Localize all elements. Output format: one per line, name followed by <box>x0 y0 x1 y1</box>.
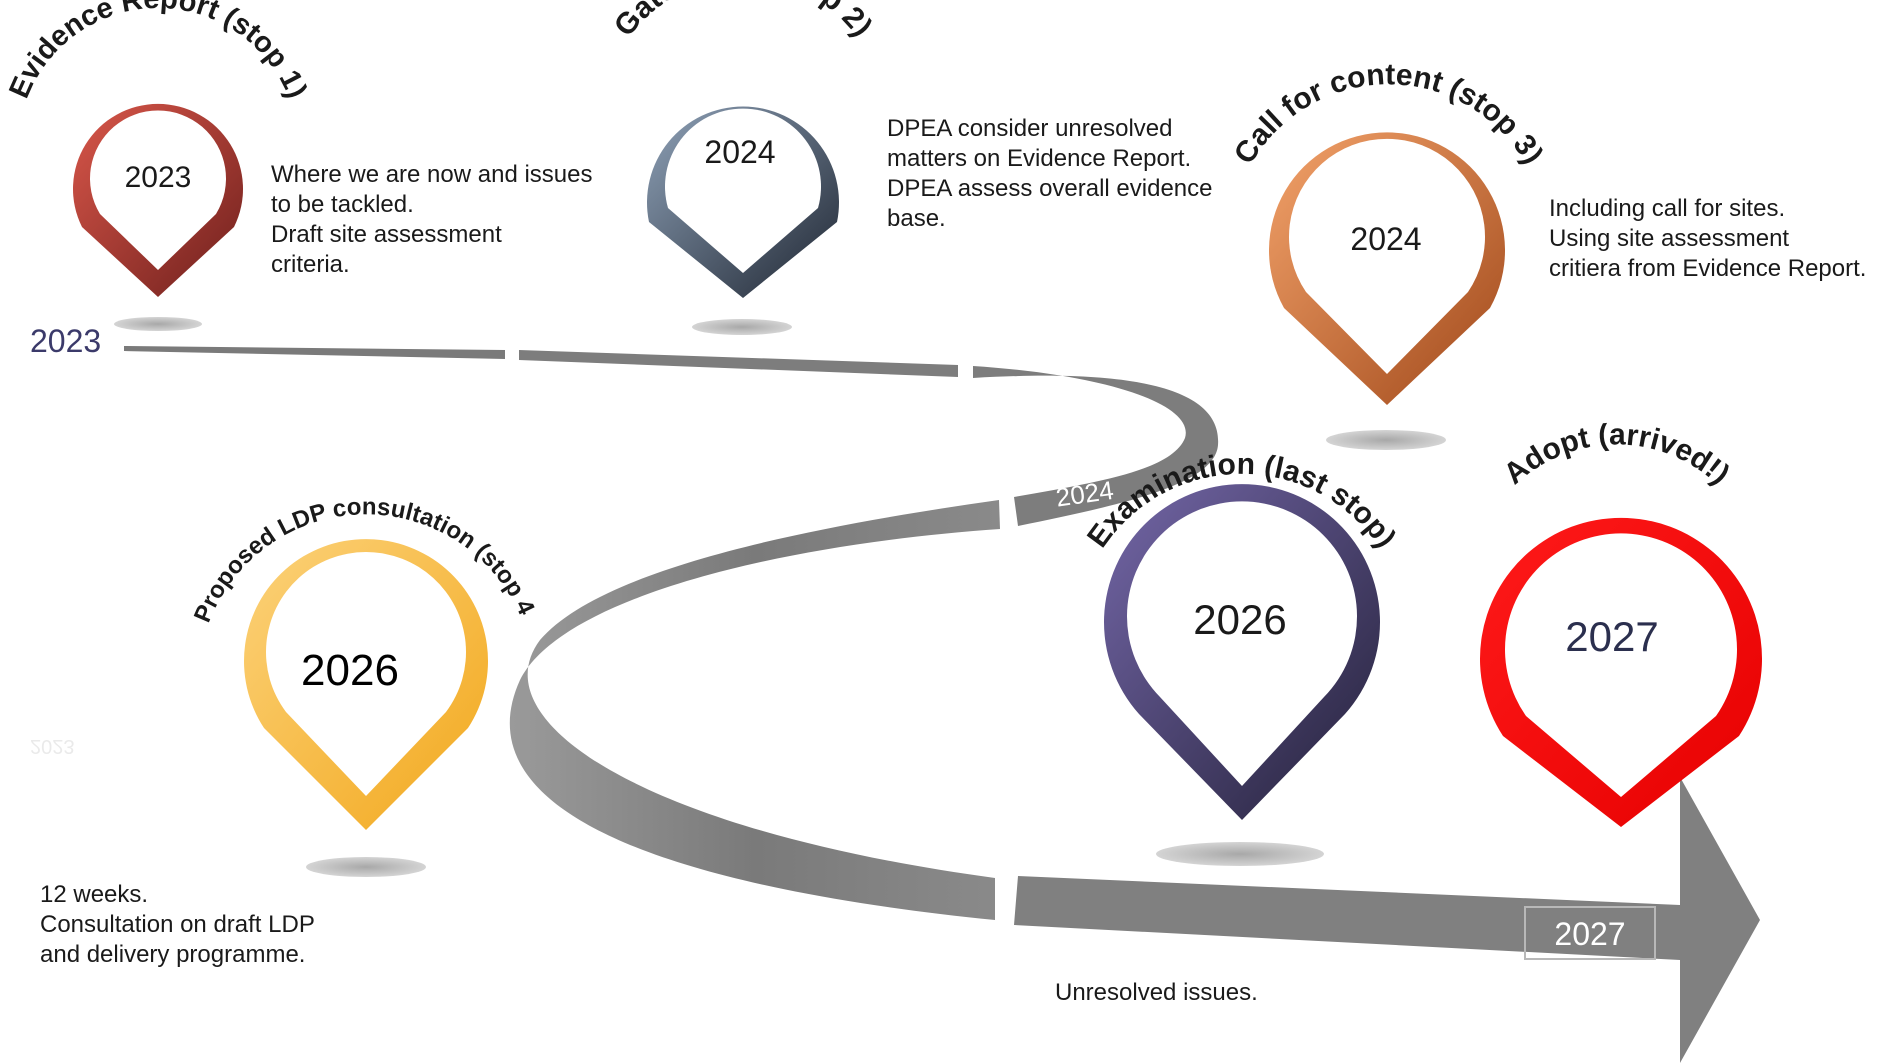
stop-year-proposed-ldp: 2026 <box>301 646 399 695</box>
pin-adopt: 2027 Adopt (arrived!) <box>1480 418 1762 827</box>
pin-shadow <box>692 319 792 335</box>
pin-call-for-content: 2024 Call for content (stop 3) <box>1228 58 1549 406</box>
stop-year-call-for-content: 2024 <box>1350 221 1421 257</box>
svg-text:Gatecheck (stop 2): Gatecheck (stop 2) <box>608 0 879 43</box>
pin-evidence-report: 2023 Evidence Report (stop 1) <box>3 0 313 297</box>
road-top-segment <box>124 346 505 359</box>
road-year-start: 2023 <box>30 323 101 359</box>
svg-text:Adopt (arrived!): Adopt (arrived!) <box>1498 418 1736 491</box>
stop-year-adopt: 2027 <box>1565 613 1658 660</box>
stop-year-evidence-report: 2023 <box>125 161 192 194</box>
road-end-year-frame <box>1524 906 1656 960</box>
svg-text:Evidence Report (stop 1): Evidence Report (stop 1) <box>3 0 312 103</box>
stop-year-gatecheck: 2024 <box>704 134 775 170</box>
stop-title-proposed-ldp: Proposed LDP consultation (stop 4) <box>0 0 540 626</box>
stop-description-evidence-report: Where we are now and issues to be tackle… <box>271 161 593 278</box>
stop-description-proposed-ldp: 12 weeks. Consultation on draft LDP and … <box>40 881 315 968</box>
road-middle-segment <box>509 500 1000 920</box>
pin-shadows <box>114 317 1446 877</box>
stop-title-gatecheck: Gatecheck (stop 2) <box>608 0 879 43</box>
stop-title-evidence-report: Evidence Report (stop 1) <box>3 0 312 103</box>
pin-shadow <box>1326 430 1446 450</box>
road <box>124 346 1760 1063</box>
road-year-end: 2027 <box>1554 916 1625 952</box>
pin-shadow <box>306 857 426 877</box>
pin-proposed-ldp: 2026 Proposed LDP consultation (stop 4) <box>0 0 540 830</box>
svg-text:Proposed LDP consultation (sto: Proposed LDP consultation (stop 4) <box>0 0 540 626</box>
pin-shadow <box>1156 842 1324 866</box>
road-final-segment <box>1014 777 1760 1063</box>
stop-description-examination: Unresolved issues. <box>1055 979 1258 1006</box>
road-top-segment <box>519 350 958 377</box>
stop-title-adopt: Adopt (arrived!) <box>1498 418 1736 491</box>
pin-examination: 2026 Examination (last stop) <box>1081 448 1402 820</box>
stop-description-gatecheck: DPEA consider unresolved matters on Evid… <box>887 115 1213 232</box>
pin-shadow <box>114 317 202 331</box>
stop-description-call-for-content: Including call for sites. Using site ass… <box>1549 195 1867 282</box>
pin-gatecheck: 2024 Gatecheck (stop 2) <box>608 0 879 298</box>
stop-year-examination: 2026 <box>1193 596 1286 643</box>
road-year-start-reflection: 2023 <box>30 735 75 757</box>
road-curve-segment <box>973 366 1219 526</box>
